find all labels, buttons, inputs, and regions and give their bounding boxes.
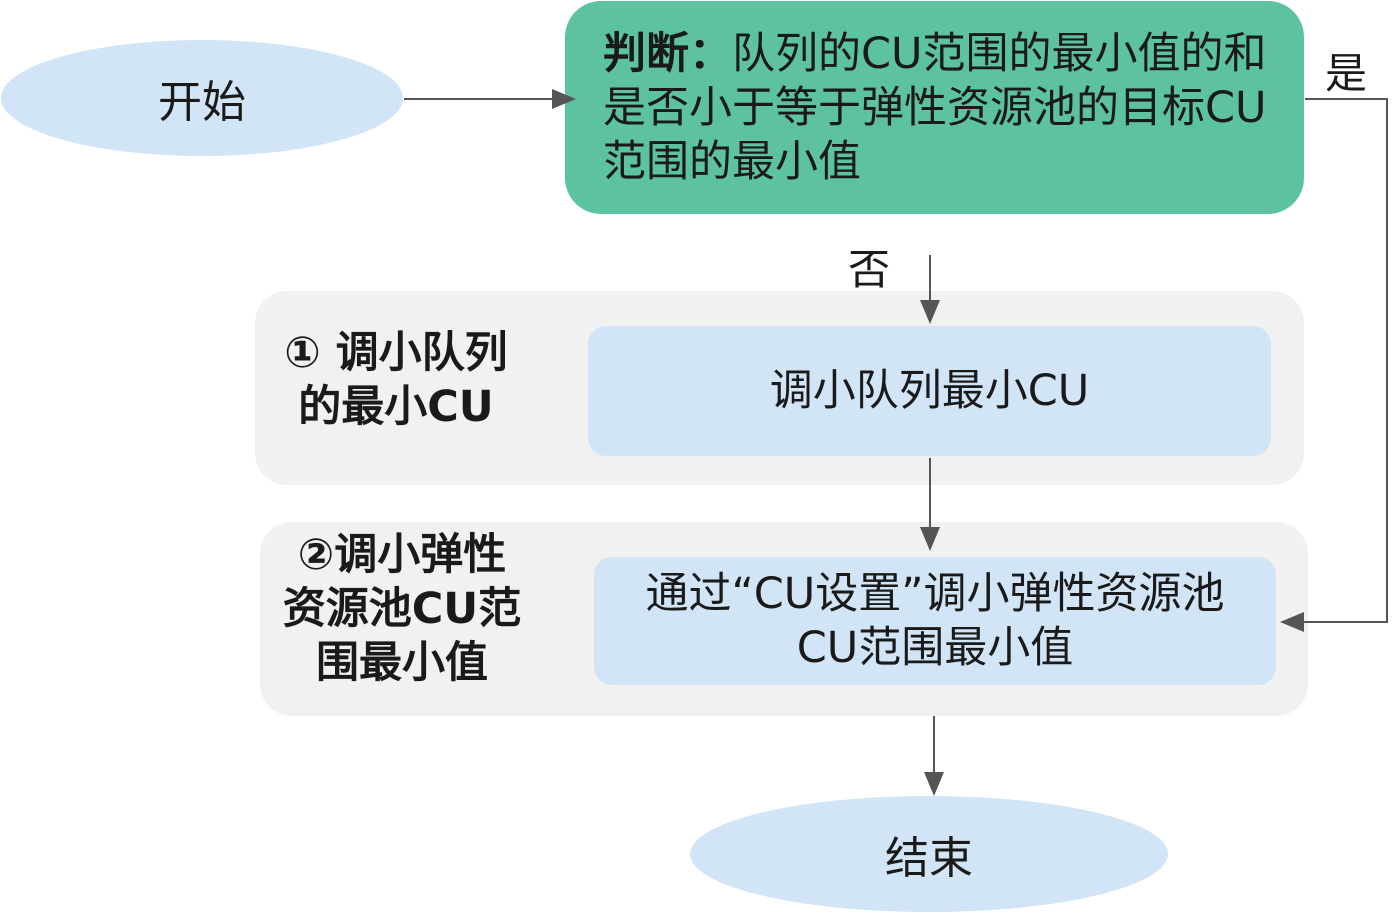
step1-action-label: 调小队列最小CU bbox=[769, 366, 1090, 416]
step1-process-node: 调小队列最小CU bbox=[588, 326, 1271, 456]
start-node: 开始 bbox=[1, 40, 403, 156]
end-node: 结束 bbox=[690, 796, 1168, 912]
arrow-yes-to-step2 bbox=[1302, 98, 1388, 623]
decision-node: 判断：队列的CU范围的最小值的和是否小于等于弹性资源池的目标CU范围的最小值 bbox=[565, 1, 1304, 214]
yes-edge-label: 是 bbox=[1325, 49, 1368, 98]
step1-title: ① 调小队列 的最小CU bbox=[284, 328, 508, 432]
decision-prefix: 判断： bbox=[603, 28, 732, 79]
step2-title: ②调小弹性 资源池CU范 围最小值 bbox=[282, 530, 522, 688]
end-label: 结束 bbox=[885, 833, 973, 884]
step2-process-node: 通过“CU设置”调小弹性资源池CU范围最小值 bbox=[594, 557, 1276, 685]
start-label: 开始 bbox=[158, 77, 246, 128]
decision-label: 判断：队列的CU范围的最小值的和是否小于等于弹性资源池的目标CU范围的最小值 bbox=[603, 27, 1280, 189]
step2-action-label: 通过“CU设置”调小弹性资源池CU范围最小值 bbox=[645, 569, 1225, 673]
decision-text: 队列的CU范围的最小值的和是否小于等于弹性资源池的目标CU范围的最小值 bbox=[603, 28, 1267, 187]
arrowhead-step2-to-end bbox=[924, 772, 944, 796]
no-edge-label: 否 bbox=[848, 245, 891, 294]
